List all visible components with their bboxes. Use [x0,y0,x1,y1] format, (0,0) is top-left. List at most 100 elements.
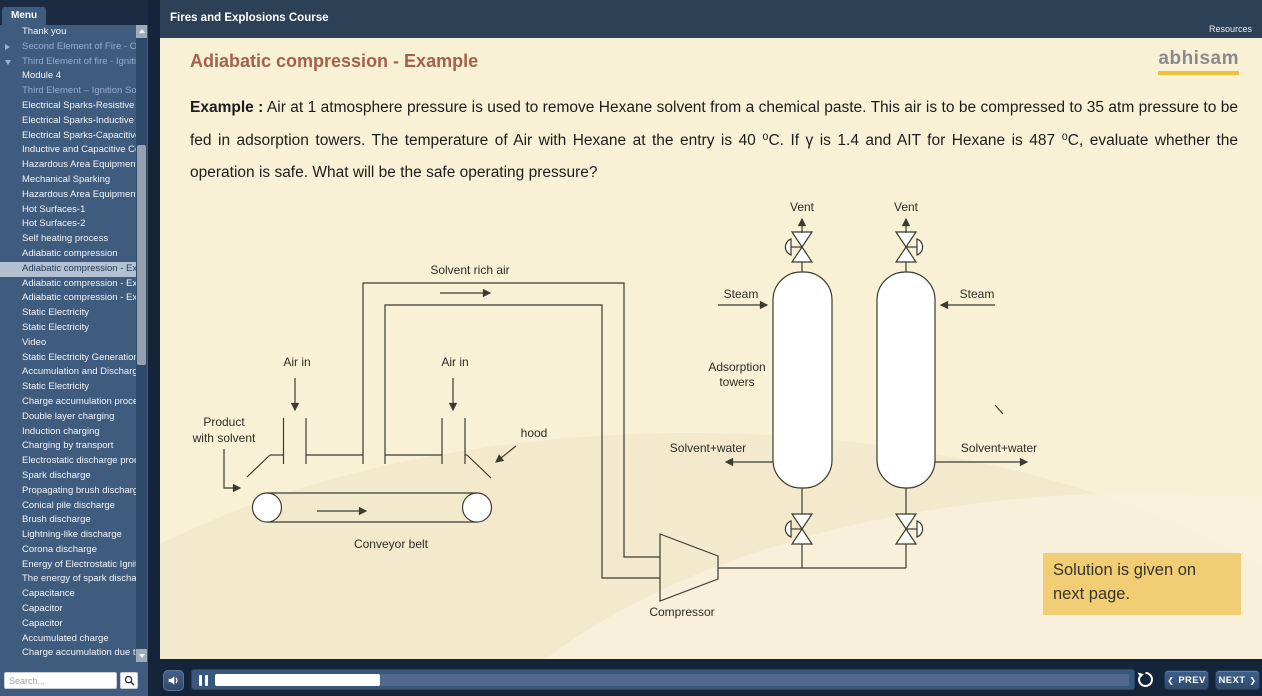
label-conveyor-belt: Conveyor belt [354,537,429,551]
sidebar-item-label: Accumulated charge [22,632,109,644]
sidebar-scrollbar[interactable] [136,25,147,662]
seekbar-track[interactable] [215,673,1129,686]
sidebar-item[interactable]: Static Electricity Generation [0,351,136,366]
sidebar-item-label: Adiabatic compression - Exa... [22,262,136,274]
sidebar-item[interactable]: Video [0,336,136,351]
sidebar-item[interactable]: Capacitance [0,587,136,602]
sidebar-item[interactable]: Accumulated charge [0,632,136,647]
sidebar-item[interactable]: Conical pile discharge [0,499,136,514]
sidebar-item[interactable]: Propagating brush discharge [0,484,136,499]
sidebar-item[interactable]: Electrical Sparks-Capacitive [0,129,136,144]
sidebar-item-label: Charge accumulation proces... [22,395,136,407]
example-label: Example : [190,99,264,116]
sidebar-item-label: Static Electricity Generation [22,351,136,363]
sidebar-item[interactable]: Static Electricity [0,321,136,336]
sidebar-item-label: Corona discharge [22,543,97,555]
sidebar-item-label: Static Electricity [22,381,90,393]
sidebar-item[interactable]: Adiabatic compression - Exa... [0,291,136,306]
sidebar-item-label: Electrostatic discharge proc... [22,455,136,467]
sidebar-item[interactable]: Induction charging [0,425,136,440]
sidebar-item[interactable]: Module 4 [0,69,136,84]
volume-button[interactable] [163,670,184,691]
resources-tab[interactable]: Resources [1208,24,1252,34]
sidebar-item[interactable]: Adiabatic compression - Exa... [0,261,136,277]
sidebar-item-label: Static Electricity [22,321,90,333]
sidebar-item[interactable]: Mechanical Sparking [0,173,136,188]
label-adsorption-towers: towers [719,375,754,389]
menu-tab[interactable]: Menu [2,7,47,25]
sidebar-item-label: Second Element of Fire - Oxidiz... [22,40,136,52]
sidebar-item[interactable]: Third Element – Ignition Sou... [0,84,136,99]
sidebar-item[interactable]: Double layer charging [0,410,136,425]
sidebar-item-label: Accumulation and Discharge [22,366,136,378]
sidebar-item[interactable]: Second Element of Fire - Oxidiz... [0,40,136,55]
sidebar-item[interactable]: Electrical Sparks-Inductive [0,114,136,129]
seekbar[interactable] [191,669,1135,690]
search-button[interactable] [120,672,138,689]
stage: Fires and Explosions Course Resources Ad… [160,0,1262,696]
replay-button[interactable] [1136,670,1155,689]
sidebar-item[interactable]: Hazardous Area Equipment-... [0,188,136,203]
sidebar-item-label: Self heating process [22,233,109,245]
replay-icon [1137,672,1153,687]
sidebar-item[interactable]: Thank you [0,25,136,40]
sidebar-item[interactable]: Capacitor [0,617,136,632]
sidebar-item-label: Capacitor [22,603,63,615]
collapse-icon[interactable] [5,60,11,66]
label-vent: Vent [790,200,815,214]
search-icon [124,675,135,686]
search-input[interactable] [4,672,117,689]
search-row [0,666,148,696]
scroll-up-icon[interactable] [136,25,147,38]
sidebar-item[interactable]: Hot Surfaces-1 [0,203,136,218]
label-vent: Vent [894,200,919,214]
sidebar-item[interactable]: Hot Surfaces-2 [0,217,136,232]
label-adsorption-towers: Adsorption [708,360,765,374]
abhisam-logo: abhisam [1158,48,1239,75]
sidebar-item[interactable]: Charging by transport [0,439,136,454]
sidebar-item-label: Capacitance [22,588,75,600]
sidebar-item[interactable]: Electrostatic discharge proc... [0,454,136,469]
player-bar: ❮ PREV NEXT ❯ [160,662,1262,696]
process-diagram: Air in Air in Solvent rich air Product w… [192,200,1038,619]
sidebar-item-label: Induction charging [22,425,100,437]
pause-button[interactable] [199,674,209,686]
sidebar-item[interactable]: Static Electricity [0,306,136,321]
sidebar-item[interactable]: Electrical Sparks-Resistive [0,99,136,114]
sidebar-item[interactable]: Spark discharge [0,469,136,484]
sidebar-item-label: Video [22,336,47,348]
scroll-down-icon[interactable] [136,649,147,662]
sidebar-item[interactable]: Brush discharge [0,513,136,528]
sidebar-item-label: Mechanical Sparking [22,173,111,185]
sidebar-item[interactable]: Adiabatic compression - Exa... [0,277,136,292]
sidebar-item[interactable]: Energy of Electrostatic Igniti... [0,558,136,573]
sidebar-item[interactable]: Static Electricity [0,380,136,395]
sidebar-item-label: Third Element of fire - Ignition ... [22,55,136,67]
sidebar-item[interactable]: Capacitor [0,602,136,617]
seekbar-fill [215,673,380,686]
sidebar-item[interactable]: Charge accumulation proces... [0,395,136,410]
sidebar-item[interactable]: Corona discharge [0,543,136,558]
sidebar-item-label: Electrical Sparks-Capacitive [22,129,136,141]
sidebar-item[interactable]: Lightning-like discharge [0,528,136,543]
sidebar-item[interactable]: Adiabatic compression [0,247,136,262]
scrollbar-thumb[interactable] [137,145,146,365]
sidebar-item-label: Inductive and Capacitive Co... [22,144,136,156]
solution-note: Solution is given on next page. [1043,553,1241,615]
sidebar-item[interactable]: Hazardous Area Equipment [0,158,136,173]
expand-icon[interactable] [5,44,10,51]
sidebar-item[interactable]: The energy of spark discharge [0,572,136,587]
sidebar-item[interactable]: Third Element of fire - Ignition ... [0,55,136,70]
course-title: Fires and Explosions Course [170,12,329,24]
sidebar-item[interactable]: Accumulation and Discharge [0,365,136,380]
prev-button[interactable]: ❮ PREV [1164,670,1209,690]
sidebar-item[interactable]: Self heating process [0,232,136,247]
sidebar-item-label: Double layer charging [22,410,115,422]
sidebar-item-label: Third Element – Ignition Sou... [22,85,136,97]
next-button[interactable]: NEXT ❯ [1215,670,1260,690]
sidebar-item[interactable]: Charge accumulation due to... [0,646,136,661]
sidebar-item[interactable]: Inductive and Capacitive Co... [0,143,136,158]
sidebar-item-label: Electrical Sparks-Resistive [22,99,135,111]
